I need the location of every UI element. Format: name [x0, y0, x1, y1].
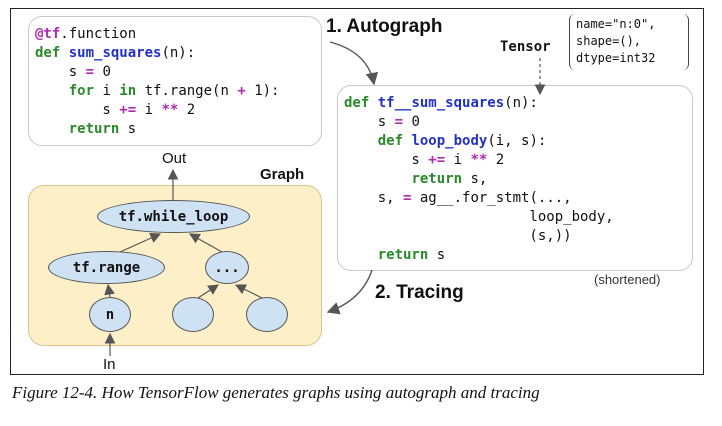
tensor-name: name="n:0", [576, 17, 656, 31]
tracing-arrow [326, 269, 373, 315]
edge-n-range [104, 283, 115, 298]
original-code-box: @tf.function def sum_squares(n): s = 0 f… [28, 16, 322, 146]
node-dots: ... [205, 251, 249, 284]
tracing-label: 2. Tracing [375, 282, 464, 303]
edge-blank-left-dots [197, 284, 220, 299]
edge-blank-right-dots [234, 284, 263, 299]
decorator: @tf [35, 26, 61, 42]
edge-range-while [119, 233, 162, 253]
shortened-label: (shortened) [594, 272, 661, 287]
out-label: Out [162, 150, 187, 167]
node-while-loop: tf.while_loop [97, 200, 250, 233]
autograph-arrow [329, 41, 379, 86]
edge-dots-while [188, 233, 223, 253]
original-code: @tf.function def sum_squares(n): s = 0 f… [35, 26, 280, 137]
generated-code: def tf__sum_squares(n): s = 0 def loop_b… [344, 95, 614, 263]
tensor-attributes-bracket [569, 14, 689, 70]
node-blank-left [172, 297, 214, 332]
in-label: In [103, 356, 116, 373]
tensor-label: Tensor [500, 39, 551, 55]
graph-label: Graph [260, 166, 305, 183]
tensor-shape: shape=(), [576, 34, 642, 48]
node-n: n [89, 297, 131, 332]
node-blank-right [246, 297, 288, 332]
autograph-label: 1. Autograph [326, 16, 443, 37]
generated-code-box: def tf__sum_squares(n): s = 0 def loop_b… [337, 85, 693, 271]
tensor-dtype: dtype=int32 [576, 51, 656, 65]
node-tf-range: tf.range [48, 251, 165, 284]
figure-caption: Figure 12-4. How TensorFlow generates gr… [12, 383, 540, 402]
